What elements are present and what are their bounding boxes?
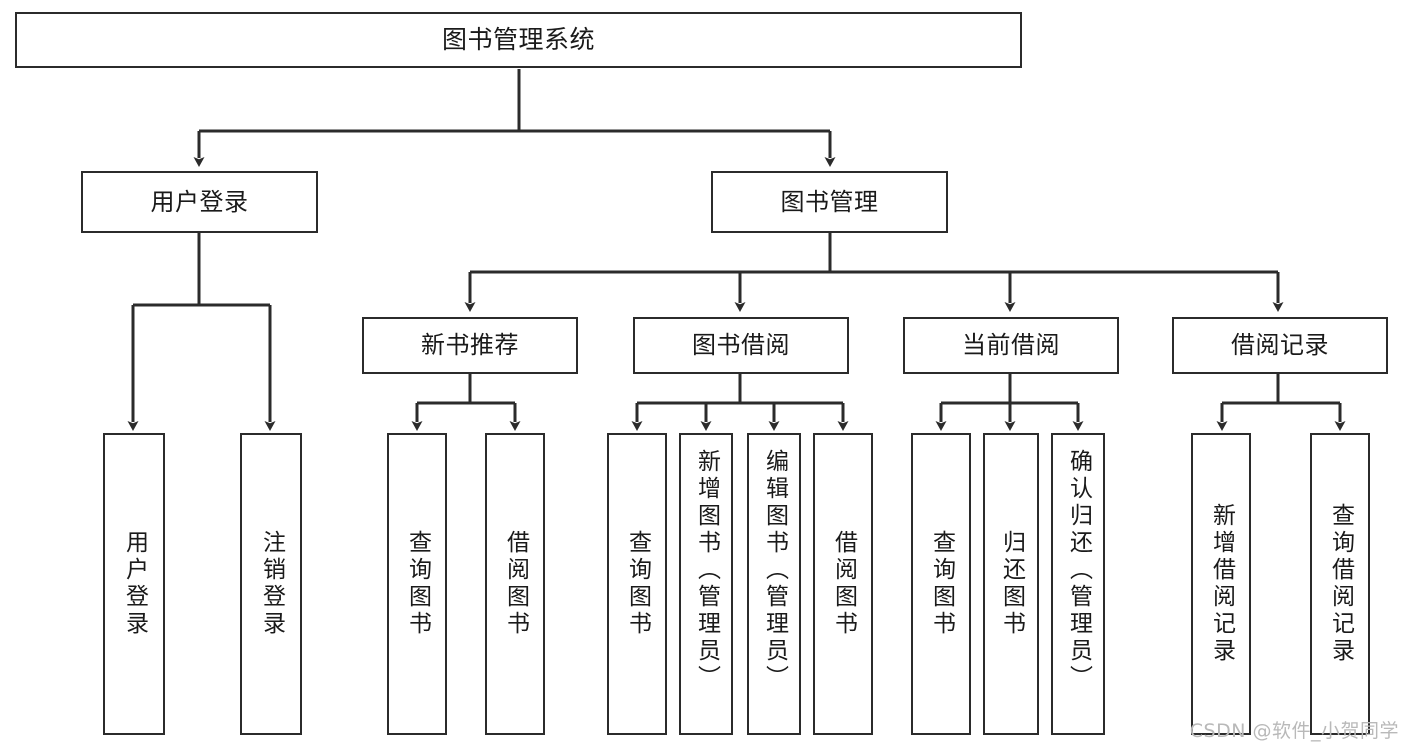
csdn-watermark: CSDN @软件_小贺同学 bbox=[1189, 720, 1399, 742]
node-leaf-borrow-book-recommend[interactable]: 借阅图书 bbox=[485, 433, 545, 735]
node-label: 归还图书 bbox=[998, 530, 1025, 638]
node-label: 注销登录 bbox=[258, 530, 285, 638]
node-label: 图书管理系统 bbox=[441, 25, 595, 55]
node-label: 当前借阅 bbox=[962, 331, 1060, 360]
node-leaf-logout[interactable]: 注销登录 bbox=[240, 433, 302, 735]
node-label: 借阅图书 bbox=[502, 530, 529, 638]
node-leaf-add-book-admin[interactable]: 新增图书（管理员） bbox=[679, 433, 733, 735]
node-new-book-recommend[interactable]: 新书推荐 bbox=[362, 317, 578, 374]
node-leaf-query-book-borrow[interactable]: 查询图书 bbox=[607, 433, 667, 735]
node-label: 新增图书（管理员） bbox=[693, 449, 720, 692]
node-label: 编辑图书（管理员） bbox=[761, 449, 788, 692]
node-leaf-borrow-book[interactable]: 借阅图书 bbox=[813, 433, 873, 735]
node-label: 确认归还（管理员） bbox=[1065, 449, 1092, 692]
node-leaf-query-book-current[interactable]: 查询图书 bbox=[911, 433, 971, 735]
node-user-login[interactable]: 用户登录 bbox=[81, 171, 318, 233]
node-label: 借阅图书 bbox=[830, 530, 857, 638]
node-label: 新书推荐 bbox=[421, 331, 519, 360]
node-book-management[interactable]: 图书管理 bbox=[711, 171, 948, 233]
node-root-system[interactable]: 图书管理系统 bbox=[15, 12, 1022, 68]
node-current-borrow[interactable]: 当前借阅 bbox=[903, 317, 1119, 374]
node-leaf-edit-book-admin[interactable]: 编辑图书（管理员） bbox=[747, 433, 801, 735]
node-label: 图书管理 bbox=[780, 187, 879, 216]
node-label: 新增借阅记录 bbox=[1208, 503, 1235, 665]
node-label: 借阅记录 bbox=[1231, 331, 1329, 360]
node-label: 查询图书 bbox=[928, 530, 955, 638]
node-label: 图书借阅 bbox=[692, 331, 790, 360]
node-label: 用户登录 bbox=[121, 530, 148, 638]
node-leaf-add-borrow-record[interactable]: 新增借阅记录 bbox=[1191, 433, 1251, 735]
node-label: 查询图书 bbox=[404, 530, 431, 638]
node-leaf-return-book[interactable]: 归还图书 bbox=[983, 433, 1039, 735]
node-leaf-confirm-return-admin[interactable]: 确认归还（管理员） bbox=[1051, 433, 1105, 735]
node-label: 查询图书 bbox=[624, 530, 651, 638]
node-label: 查询借阅记录 bbox=[1327, 503, 1354, 665]
node-leaf-query-book-recommend[interactable]: 查询图书 bbox=[387, 433, 447, 735]
node-book-borrow[interactable]: 图书借阅 bbox=[633, 317, 849, 374]
node-leaf-user-login[interactable]: 用户登录 bbox=[103, 433, 165, 735]
node-borrow-record[interactable]: 借阅记录 bbox=[1172, 317, 1388, 374]
node-label: 用户登录 bbox=[150, 187, 249, 216]
node-leaf-query-borrow-record[interactable]: 查询借阅记录 bbox=[1310, 433, 1370, 735]
